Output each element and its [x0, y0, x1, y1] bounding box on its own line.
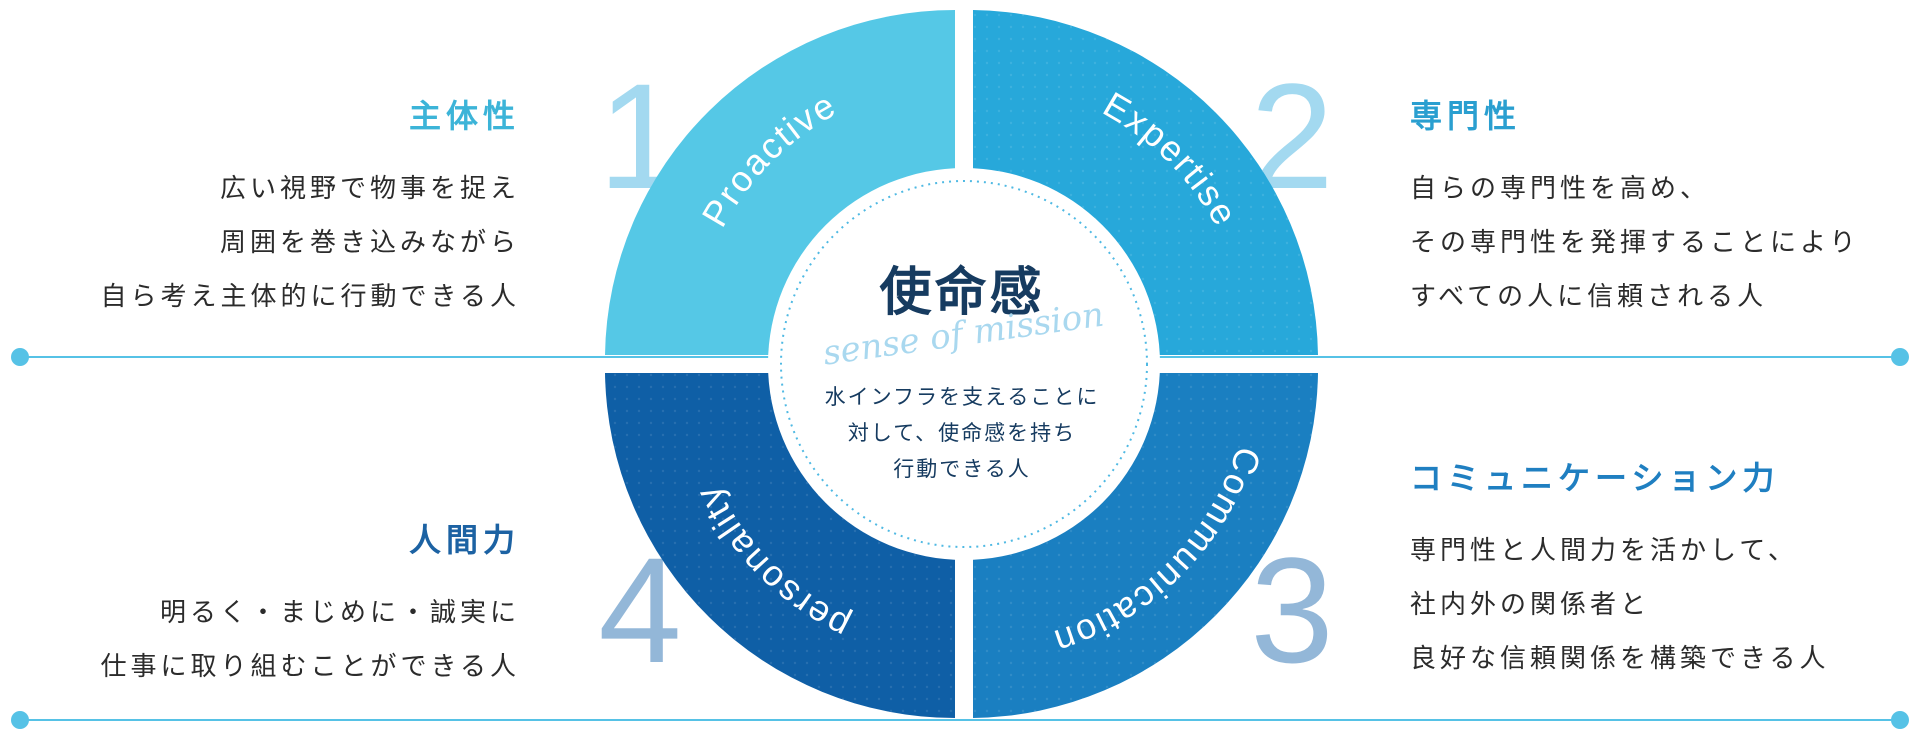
block-line: 専門性と人間力を活かして、 [1410, 536, 1798, 566]
block-line: すべての人に信頼される人 [1410, 282, 1768, 312]
block-title-communication: コミュニケーション力 [1410, 459, 1780, 497]
connector-dot-bottom-left [11, 711, 29, 729]
connector-dot-bottom-right [1891, 711, 1909, 729]
block-communication: コミュニケーション力 専門性と人間力を活かして、 社内外の関係者と 良好な信頼関… [1410, 458, 1920, 686]
block-line: その専門性を発揮することにより [1410, 228, 1860, 258]
block-line: 明るく・まじめに・誠実に [159, 598, 520, 628]
block-expertise: 専門性 自らの専門性を高め、 その専門性を発揮することにより すべての人に信頼さ… [1410, 96, 1920, 324]
connector-dot-top-right [1891, 348, 1909, 366]
block-title-expertise: 専門性 [1410, 97, 1522, 135]
block-line: 周囲を巻き込みながら [219, 228, 520, 258]
center-desc-line-2: 対して、使命感を持ち [848, 421, 1076, 445]
center-title: 使命感 [878, 263, 1044, 323]
block-title-personality: 人間力 [408, 521, 520, 559]
center-ring-dotted [780, 180, 1148, 548]
block-personality: 人間力 明るく・まじめに・誠実に 仕事に取り組むことができる人 [0, 520, 520, 694]
block-line: 広い視野で物事を捉え [219, 174, 520, 204]
block-title-proactive: 主体性 [408, 97, 520, 135]
block-line: 自ら考え主体的に行動できる人 [100, 282, 520, 312]
block-proactive: 主体性 広い視野で物事を捉え 周囲を巻き込みながら 自ら考え主体的に行動できる人 [0, 96, 520, 324]
center-desc-line-3: 行動できる人 [893, 457, 1031, 481]
connector-dot-top-left [11, 348, 29, 366]
block-line: 仕事に取り組むことができる人 [100, 652, 520, 682]
block-line: 社内外の関係者と [1410, 590, 1651, 620]
center-desc-line-1: 水インフラを支えることに [825, 385, 1100, 409]
block-line: 自らの専門性を高め、 [1410, 174, 1711, 204]
block-line: 良好な信頼関係を構築できる人 [1410, 644, 1830, 674]
center-circle [768, 168, 1160, 560]
